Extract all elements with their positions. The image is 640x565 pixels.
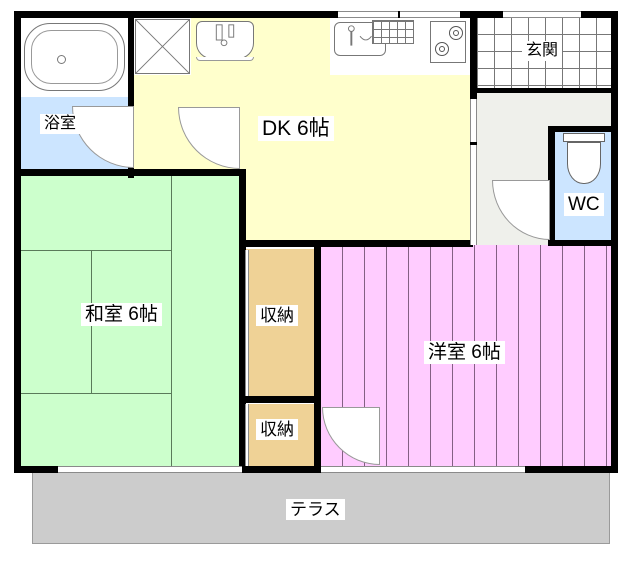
wall-dk-bottom-left [14, 169, 246, 176]
window-kitchen[interactable] [338, 11, 398, 18]
washing-machine-space [135, 19, 190, 74]
entrance-door[interactable] [503, 11, 581, 18]
label-closet-upper: 収納 [256, 305, 298, 326]
toilet-tank [563, 133, 605, 142]
faucet-icon [215, 24, 235, 47]
wall-exterior-bottom [241, 466, 323, 473]
sliding-door-dk-hall[interactable] [470, 99, 477, 142]
tatami-seam [20, 250, 171, 251]
label-bath: 浴室 [40, 114, 81, 134]
wall-wc-bottom [548, 240, 618, 246]
label-washitsu: 和室 6帖 [81, 303, 162, 326]
wall-wc-left [548, 126, 555, 246]
tatami-seam [171, 175, 172, 467]
closet-door-upper[interactable] [245, 250, 249, 396]
wall-closet-divider [239, 396, 321, 403]
window-yoshitsu-terrace[interactable] [321, 466, 423, 473]
wall-dk-bottom-right [239, 240, 473, 247]
stove-burner [449, 26, 463, 40]
bathtub [24, 23, 125, 91]
stove-burner [435, 42, 449, 56]
bathtub-drain [57, 55, 66, 64]
window-kitchen-2[interactable] [400, 11, 460, 18]
toilet-bowl [567, 142, 601, 184]
wall-exterior-top [14, 11, 618, 18]
sink-faucet-icon [347, 25, 372, 46]
wall-bath-right [128, 11, 134, 178]
wall-exterior-left [14, 11, 21, 473]
wash-basin [196, 21, 254, 59]
gas-stove [430, 21, 466, 63]
window-washitsu-terrace[interactable] [58, 466, 150, 473]
wall-closet-right [314, 244, 321, 467]
wall-dk-hall [470, 11, 477, 99]
label-closet-lower: 収納 [256, 419, 298, 440]
closet-door-lower[interactable] [245, 404, 249, 466]
wall-exterior-bottom [14, 466, 60, 473]
room-genkan [477, 17, 617, 92]
wall-genkan-bottom [470, 88, 618, 93]
wall-washitsu-right [239, 169, 246, 467]
label-yoshitsu: 洋室 6帖 [424, 341, 505, 364]
window-yoshitsu-terrace-2[interactable] [421, 466, 525, 473]
label-wc: WC [564, 193, 604, 216]
sliding-door-dk-hall-lower[interactable] [470, 145, 477, 245]
wall-exterior-bottom [523, 466, 618, 473]
washing-machine-cross-icon [135, 19, 190, 74]
label-genkan: 玄関 [522, 41, 563, 61]
bathtub-inner [31, 30, 118, 84]
window-washitsu-terrace-2[interactable] [148, 466, 242, 473]
wash-basin-base [196, 57, 254, 61]
label-terrace: テラス [286, 499, 345, 520]
sink-drainboard [372, 20, 414, 44]
wall-wc-top [548, 126, 618, 132]
label-dk: DK 6帖 [258, 116, 334, 141]
tatami-seam [20, 393, 171, 394]
